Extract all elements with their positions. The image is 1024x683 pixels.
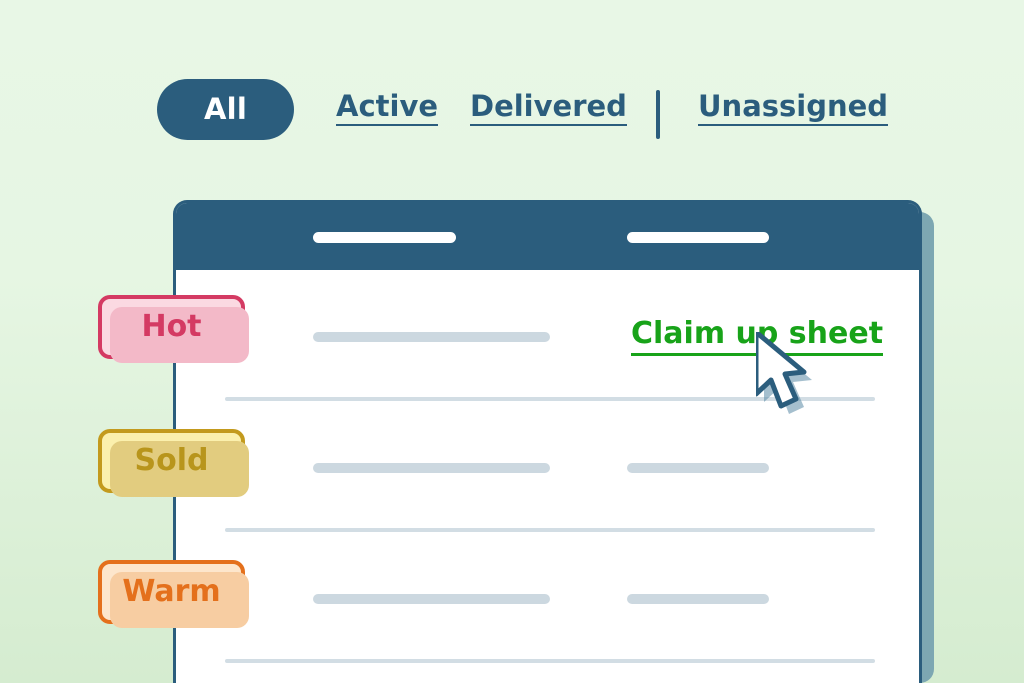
tab-all-label: All [204,92,247,126]
badge-shadow [110,441,249,497]
tab-unassigned[interactable]: Unassigned [698,89,889,126]
tab-delivered[interactable]: Delivered [470,92,627,126]
status-badge-sold-label: Sold [134,443,209,478]
table-header-bar [176,203,919,270]
mouse-cursor-icon [753,329,826,432]
table-row[interactable] [176,532,919,663]
filter-tab-bar: All Active Delivered Unassigned [0,72,1024,148]
tab-unassigned-label: Unassigned [698,89,889,123]
row-placeholder-bar-primary [313,594,550,604]
tab-active-label: Active [336,89,439,123]
table-row[interactable] [176,401,919,532]
table-row[interactable] [176,270,919,401]
row-divider [225,397,875,401]
tab-separator [656,90,660,139]
status-badge-sold[interactable]: Sold [98,429,249,497]
row-placeholder-bar-primary [313,332,550,342]
status-badge-warm-label: Warm [122,574,221,609]
leads-table-card [173,200,922,683]
table-row[interactable] [176,663,919,683]
badge-shadow [110,307,249,363]
row-placeholder-bar-primary [313,463,550,473]
status-badge-hot[interactable]: Hot [98,295,249,363]
badge-shadow [110,572,249,628]
row-placeholder-bar-secondary [627,594,769,604]
status-badge-hot-label: Hot [141,309,202,344]
status-badge-warm[interactable]: Warm [98,560,249,628]
header-placeholder-bar-2 [627,232,769,243]
tab-all[interactable]: All [157,79,294,140]
row-divider [225,528,875,532]
header-placeholder-bar-1 [313,232,456,243]
row-divider [225,659,875,663]
tab-delivered-label: Delivered [470,89,627,123]
tab-active[interactable]: Active [336,89,439,126]
row-placeholder-bar-secondary [627,463,769,473]
